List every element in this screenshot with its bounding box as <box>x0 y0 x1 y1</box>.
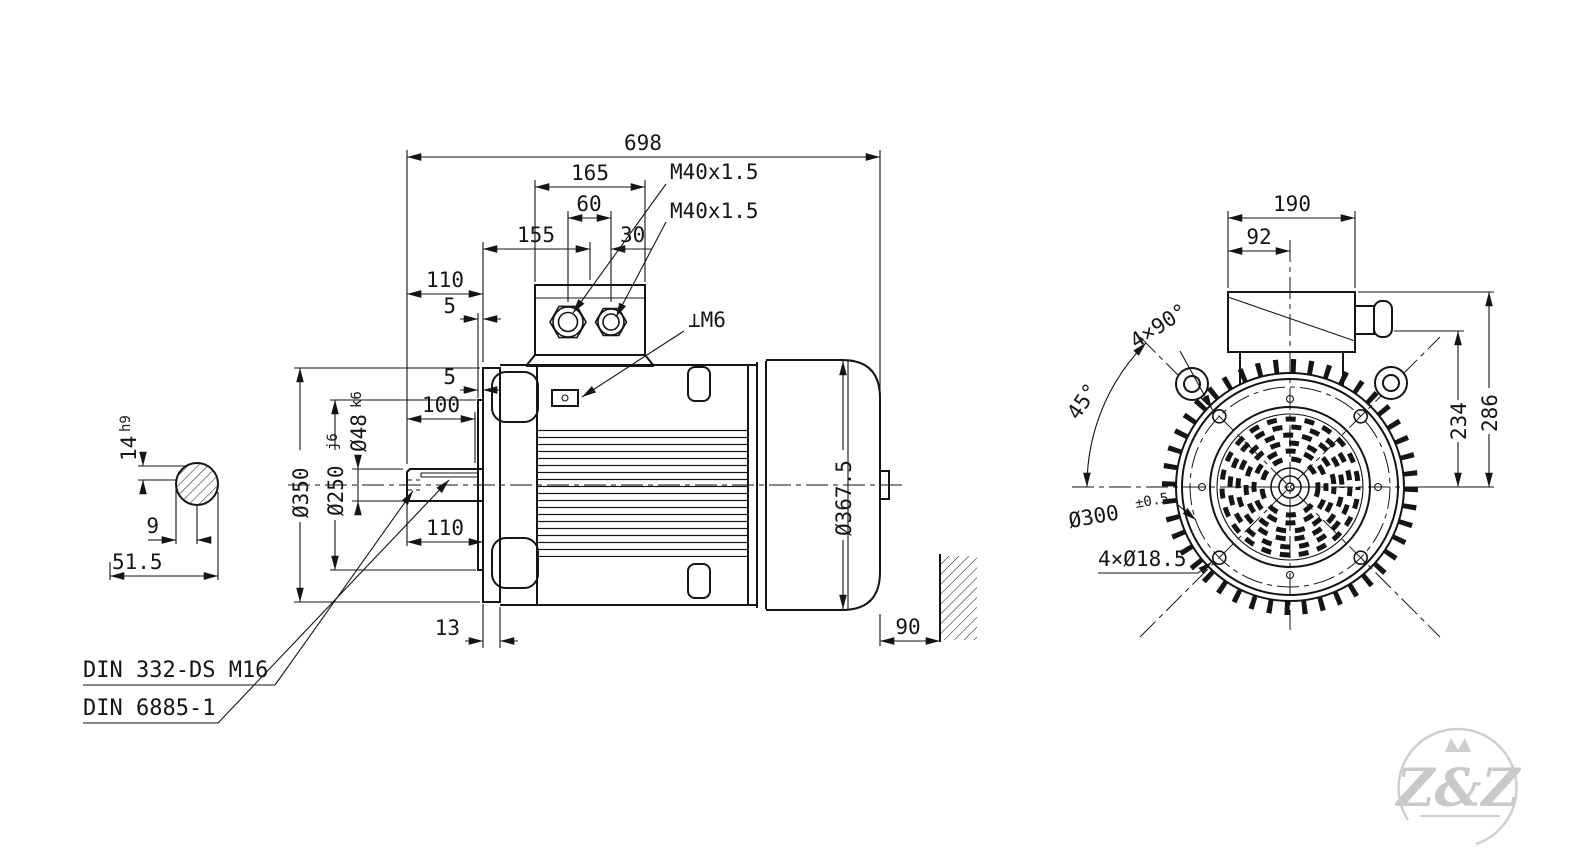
fin-ring <box>1162 359 1418 615</box>
logo-watermark: Z&Z <box>1395 727 1522 846</box>
dim-box-height: 286 <box>1478 394 1502 432</box>
dim-gland-height: 234 <box>1447 402 1471 440</box>
cooling-fins <box>537 428 748 557</box>
dim-box-width: 165 <box>571 161 609 185</box>
dim-wall-clearance: 90 <box>895 615 920 639</box>
dim-hole-pattern: 4×90° <box>1126 299 1192 354</box>
shaft-center <box>1270 467 1310 507</box>
dim-spigot-tolerance: j6 <box>325 433 341 450</box>
dim-shaft-length-top: 110 <box>426 268 464 292</box>
dim-spigot-diameter: Ø250 <box>324 465 348 516</box>
flange-boss-bottom <box>491 537 539 589</box>
side-view-dimensions: 698 165 60 155 30 110 5 5 100 <box>289 131 940 648</box>
mounting-hole <box>1353 408 1368 424</box>
front-view <box>1072 240 1441 638</box>
dim-overall-length: 698 <box>624 131 662 155</box>
dim-key-height: 9 <box>146 514 159 538</box>
dim-gap-mid: 5 <box>443 365 456 389</box>
dim-front-box-width: 190 <box>1273 192 1311 216</box>
dim-key-width-tolerance: h9 <box>118 415 134 432</box>
label-earth-tap: ⊥M6 <box>688 308 726 332</box>
eye-bolt-left <box>1175 367 1209 401</box>
shaft-key-detail: 14 h9 9 51.5 <box>109 415 219 580</box>
flange-boss-top <box>491 371 539 423</box>
logo-circle <box>1397 727 1518 846</box>
gland-boss <box>1354 305 1375 335</box>
mounting-hole <box>1212 408 1227 424</box>
note-key-standard: DIN 6885-1 <box>83 696 215 721</box>
front-view-dimensions: 190 92 286 234 4×90° 45° Ø300 ±0.5 4×Ø18… <box>1062 192 1502 574</box>
tie-bolt-boss-bottom <box>687 563 711 599</box>
shaft-section <box>175 462 219 506</box>
terminal-box-side <box>534 284 646 356</box>
din-notes: DIN 332-DS M16 DIN 6885-1 <box>83 479 450 724</box>
label-gland-top: M40x1.5 <box>670 160 759 184</box>
cable-gland-1 <box>549 305 587 339</box>
mounting-hole <box>1212 550 1227 566</box>
dim-front-box-half: 92 <box>1246 225 1271 249</box>
dim-shaft-diameter: Ø48 <box>347 414 371 452</box>
earthing-boss <box>551 389 579 407</box>
eye-bolt-right <box>1374 366 1408 400</box>
fan-grille <box>1219 416 1361 558</box>
dim-key-width: 14 <box>117 436 141 461</box>
rear-hub <box>879 470 890 500</box>
dim-gland-spacing: 60 <box>576 192 601 216</box>
cable-gland-2 <box>594 307 628 337</box>
dim-flange-thickness: 13 <box>435 616 460 640</box>
dim-gap-top: 5 <box>443 294 456 318</box>
dim-gland-offset: 30 <box>620 223 645 247</box>
dim-bolt-circle-tolerance: ±0.5 <box>1134 490 1170 512</box>
mounting-hole <box>1353 550 1368 566</box>
gland-cap <box>1373 300 1393 338</box>
logo-crown-icon <box>1445 738 1471 752</box>
dim-bolt-circle: Ø300 <box>1067 501 1121 533</box>
dim-frame-diameter: Ø367.5 <box>832 460 856 536</box>
note-center-hole: DIN 332-DS M16 <box>83 658 268 683</box>
dim-mounting-holes: 4×Ø18.5 <box>1098 547 1187 571</box>
bolt-circle <box>1189 386 1391 588</box>
dim-key-overall: 51.5 <box>112 550 163 574</box>
terminal-box-front <box>1227 291 1356 353</box>
logo-text: Z&Z <box>1395 758 1522 819</box>
dim-shaft-length-bottom: 110 <box>426 516 464 540</box>
dim-flange-diameter: Ø350 <box>289 467 313 518</box>
wall-hatch <box>941 556 977 640</box>
flange <box>482 367 501 603</box>
tie-bolt-boss-top <box>687 366 711 402</box>
dim-box-offset: 155 <box>517 223 555 247</box>
side-view <box>288 284 977 642</box>
label-gland-bottom: M40x1.5 <box>670 199 759 223</box>
dim-hole-angle: 45° <box>1062 379 1103 424</box>
dim-key-length: 100 <box>422 393 460 417</box>
